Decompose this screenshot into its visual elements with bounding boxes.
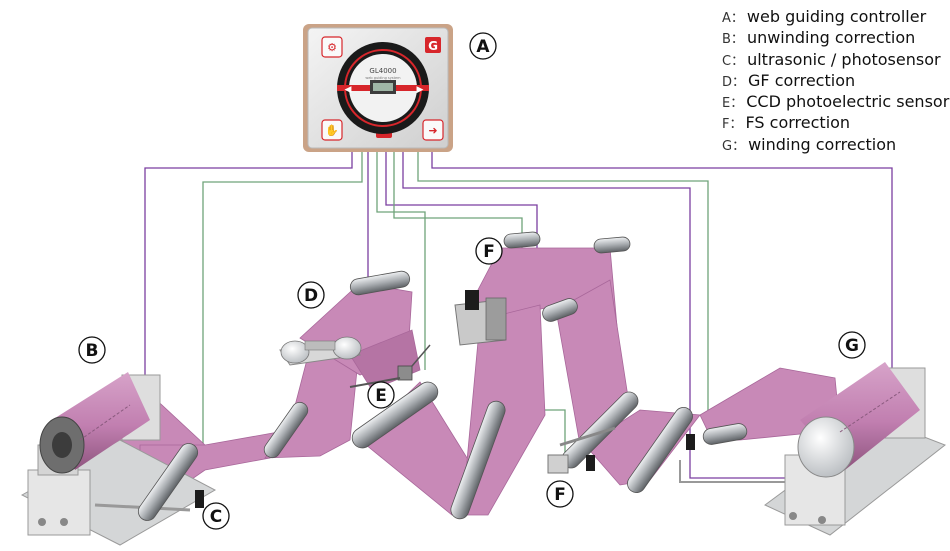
callout-d: D — [297, 281, 325, 309]
callout-f-bottom: F — [546, 480, 574, 508]
cable-to-sensor-right — [402, 150, 800, 479]
callout-c: C — [202, 502, 230, 530]
cable-to-winder — [431, 150, 893, 378]
gf-correction-unit — [279, 336, 362, 366]
legend-separator: ： — [732, 138, 746, 154]
callout-b: B — [78, 336, 106, 364]
roller — [627, 407, 693, 493]
legend-key: F — [722, 117, 730, 133]
legend-label: GF correction — [748, 70, 856, 90]
legend-label: unwinding correction — [746, 28, 916, 48]
legend-key: C — [722, 53, 732, 69]
legend-label: FS correction — [745, 113, 851, 133]
legend-item-e: E：CCD photoelectric sensor — [722, 91, 950, 112]
roller — [351, 381, 439, 449]
controller-labels: GL4000 web guiding system G — [365, 39, 438, 80]
svg-text:F: F — [483, 242, 495, 262]
arrow-right-small-icon: ▶ — [417, 85, 424, 95]
callout-g: G — [838, 331, 866, 359]
winding-drum — [797, 362, 920, 478]
controller-brand: GL4000 — [369, 67, 396, 75]
svg-text:A: A — [476, 37, 490, 57]
roller — [593, 236, 631, 254]
legend-key: D — [722, 74, 733, 90]
svg-text:E: E — [375, 386, 387, 406]
fs-correction-top — [454, 290, 507, 346]
legend-separator: ： — [729, 117, 743, 133]
legend-item-d: D：GF correction — [722, 70, 948, 91]
web-guiding-controller — [303, 24, 453, 152]
arrow-right-icon: ➜ — [428, 124, 437, 137]
legend-item-g: G：winding correction — [722, 134, 948, 155]
callout-f-top: F — [475, 237, 503, 265]
legend-key: A — [722, 11, 731, 26]
svg-text:D: D — [304, 286, 318, 306]
hand-icon: ✋ — [325, 124, 339, 137]
svg-text:G: G — [845, 336, 859, 356]
cable-to-ccd-sensor — [376, 150, 426, 370]
web-material — [74, 247, 841, 516]
fs-correction-bottom — [547, 426, 616, 474]
controller-logo: G — [428, 39, 438, 53]
legend-separator: ： — [730, 96, 744, 112]
photosensor-c — [195, 490, 204, 508]
roller — [542, 298, 578, 322]
unwinding-drum — [39, 372, 150, 474]
roller — [503, 231, 541, 249]
legend-separator: ： — [732, 74, 746, 90]
legend-item-a: A：web guiding controller — [722, 6, 948, 27]
roller — [137, 443, 199, 521]
legend-label: ultrasonic / photosensor — [747, 49, 941, 69]
legend-label: CCD photoelectric sensor — [746, 92, 950, 112]
settings-icon: ⚙ — [327, 41, 337, 54]
photosensor-right — [679, 434, 805, 483]
roller — [450, 400, 506, 520]
svg-text:F: F — [554, 485, 566, 505]
legend-key: G — [722, 138, 733, 154]
legend-item-c: C：ultrasonic / photosensor — [722, 49, 948, 70]
callout-e: E — [367, 381, 395, 409]
legend-label: web guiding controller — [746, 7, 927, 26]
legend-item-f: F：FS correction — [722, 112, 948, 133]
legend-key: E — [722, 96, 731, 112]
ccd-sensor — [349, 344, 431, 388]
roller — [263, 401, 309, 459]
roller — [349, 270, 411, 296]
svg-text:C: C — [210, 507, 222, 527]
cable-to-sensor-c — [202, 148, 363, 470]
cable-to-fs-top — [385, 150, 538, 250]
controller-subtitle: web guiding system — [365, 76, 401, 80]
legend-label: winding correction — [748, 134, 897, 154]
cable-to-unwinder — [144, 148, 353, 378]
legend-item-b: B：unwinding correction — [722, 27, 948, 48]
controller-buttons: ⚙ ✋ ➜ ◀ ▶ — [325, 41, 437, 137]
rollers — [137, 231, 748, 521]
callout-a: A — [469, 32, 497, 60]
arrow-left-icon: ◀ — [345, 85, 352, 95]
roller — [702, 423, 748, 445]
svg-text:B: B — [86, 341, 99, 361]
legend-separator: ： — [730, 11, 744, 26]
legend-key: B — [722, 32, 731, 48]
legend-separator: ： — [730, 32, 744, 48]
cable-to-winder-green — [417, 150, 709, 420]
legend: A：web guiding controller B：unwinding cor… — [722, 6, 950, 155]
legend-separator: ： — [731, 53, 745, 69]
callouts: A B C D E F F G — [78, 32, 866, 530]
